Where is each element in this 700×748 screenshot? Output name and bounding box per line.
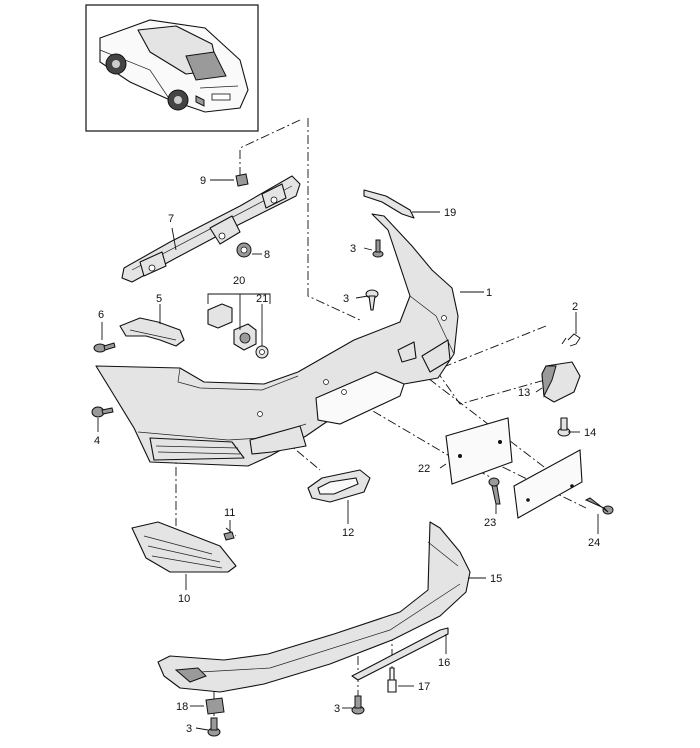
part-14-screw (557, 417, 571, 437)
callout-21: 21 (256, 293, 268, 305)
callout-3: 3 (186, 723, 192, 735)
part-3-screw-lower-left (207, 717, 221, 737)
callout-4: 4 (94, 435, 100, 447)
part-3-screw-lower-right (351, 695, 365, 715)
part-6-screw (93, 342, 116, 353)
part-3-screws-upper (365, 239, 384, 311)
callout-18: 18 (176, 701, 188, 713)
callout-11: 11 (224, 507, 235, 519)
callout-15: 15 (490, 573, 502, 585)
part-20-park-sensor (207, 303, 257, 351)
car-illustration (99, 19, 249, 113)
vehicle-overview-inset (85, 4, 259, 132)
callout-3: 3 (350, 243, 356, 255)
callout-6: 6 (98, 309, 104, 321)
callout-1: 1 (486, 287, 492, 299)
part-22-plate-base (445, 417, 513, 485)
license-plate (513, 449, 583, 519)
callout-7: 7 (168, 213, 174, 225)
part-24-bolt (584, 497, 614, 515)
part-12-reflector (307, 469, 371, 503)
callout-23: 23 (484, 517, 496, 529)
callout-3: 3 (334, 703, 340, 715)
callout-labels: 1 2 3 3 3 3 4 5 6 7 8 9 10 11 12 13 14 1… (94, 175, 600, 735)
callout-12: 12 (342, 527, 354, 539)
callout-13: 13 (518, 387, 530, 399)
callout-24: 24 (588, 537, 600, 549)
callout-8: 8 (264, 249, 270, 261)
part-11-clip (223, 531, 235, 541)
callout-20: 20 (233, 275, 245, 287)
part-1-bumper-cover (95, 213, 459, 467)
part-16-strip (351, 627, 449, 681)
part-23-bolt (488, 477, 501, 505)
callout-10: 10 (178, 593, 190, 605)
leader-lines (97, 179, 599, 731)
callout-3: 3 (343, 293, 349, 305)
screw-3b (365, 289, 379, 311)
screw-3a (372, 239, 384, 258)
callout-22: 22 (418, 463, 430, 475)
part-8-nut (236, 242, 252, 258)
callout-19: 19 (444, 207, 456, 219)
part-7-impact-bar (121, 175, 301, 283)
callout-16: 16 (438, 657, 450, 669)
part-2-hook (561, 333, 581, 347)
part-19-trim-strip (363, 189, 415, 219)
part-5-bracket (119, 317, 185, 347)
part-15-diffuser (157, 521, 471, 693)
part-21-grommet (255, 345, 269, 359)
part-10-grille (131, 521, 237, 573)
part-9-clip (235, 173, 249, 187)
callout-9: 9 (200, 175, 206, 187)
callout-14: 14 (584, 427, 596, 439)
part-13-cover-cap (541, 361, 581, 403)
part-17-pin (387, 667, 397, 693)
part-18-clip (205, 697, 225, 715)
part-4-screw (91, 406, 114, 418)
callout-17: 17 (418, 681, 430, 693)
callout-2: 2 (572, 301, 578, 313)
callout-5: 5 (156, 293, 162, 305)
